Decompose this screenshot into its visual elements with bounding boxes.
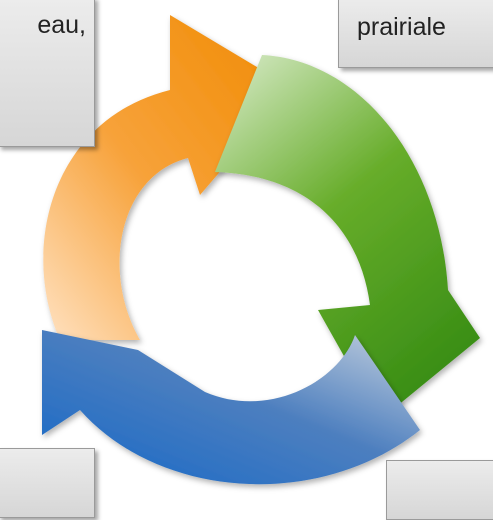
label-top-left-text: eau, — [37, 11, 86, 39]
label-box-bottom-left — [0, 448, 95, 518]
label-box-top-left: eau, — [0, 0, 95, 147]
cycle-diagram — [42, 15, 480, 485]
label-box-bottom-right — [386, 460, 493, 520]
green-arrow — [215, 55, 480, 420]
blue-arrow — [42, 330, 420, 485]
orange-arrow — [43, 15, 293, 340]
label-box-top-right: prairiale — [338, 0, 493, 68]
label-top-right-text: prairiale — [357, 13, 446, 41]
